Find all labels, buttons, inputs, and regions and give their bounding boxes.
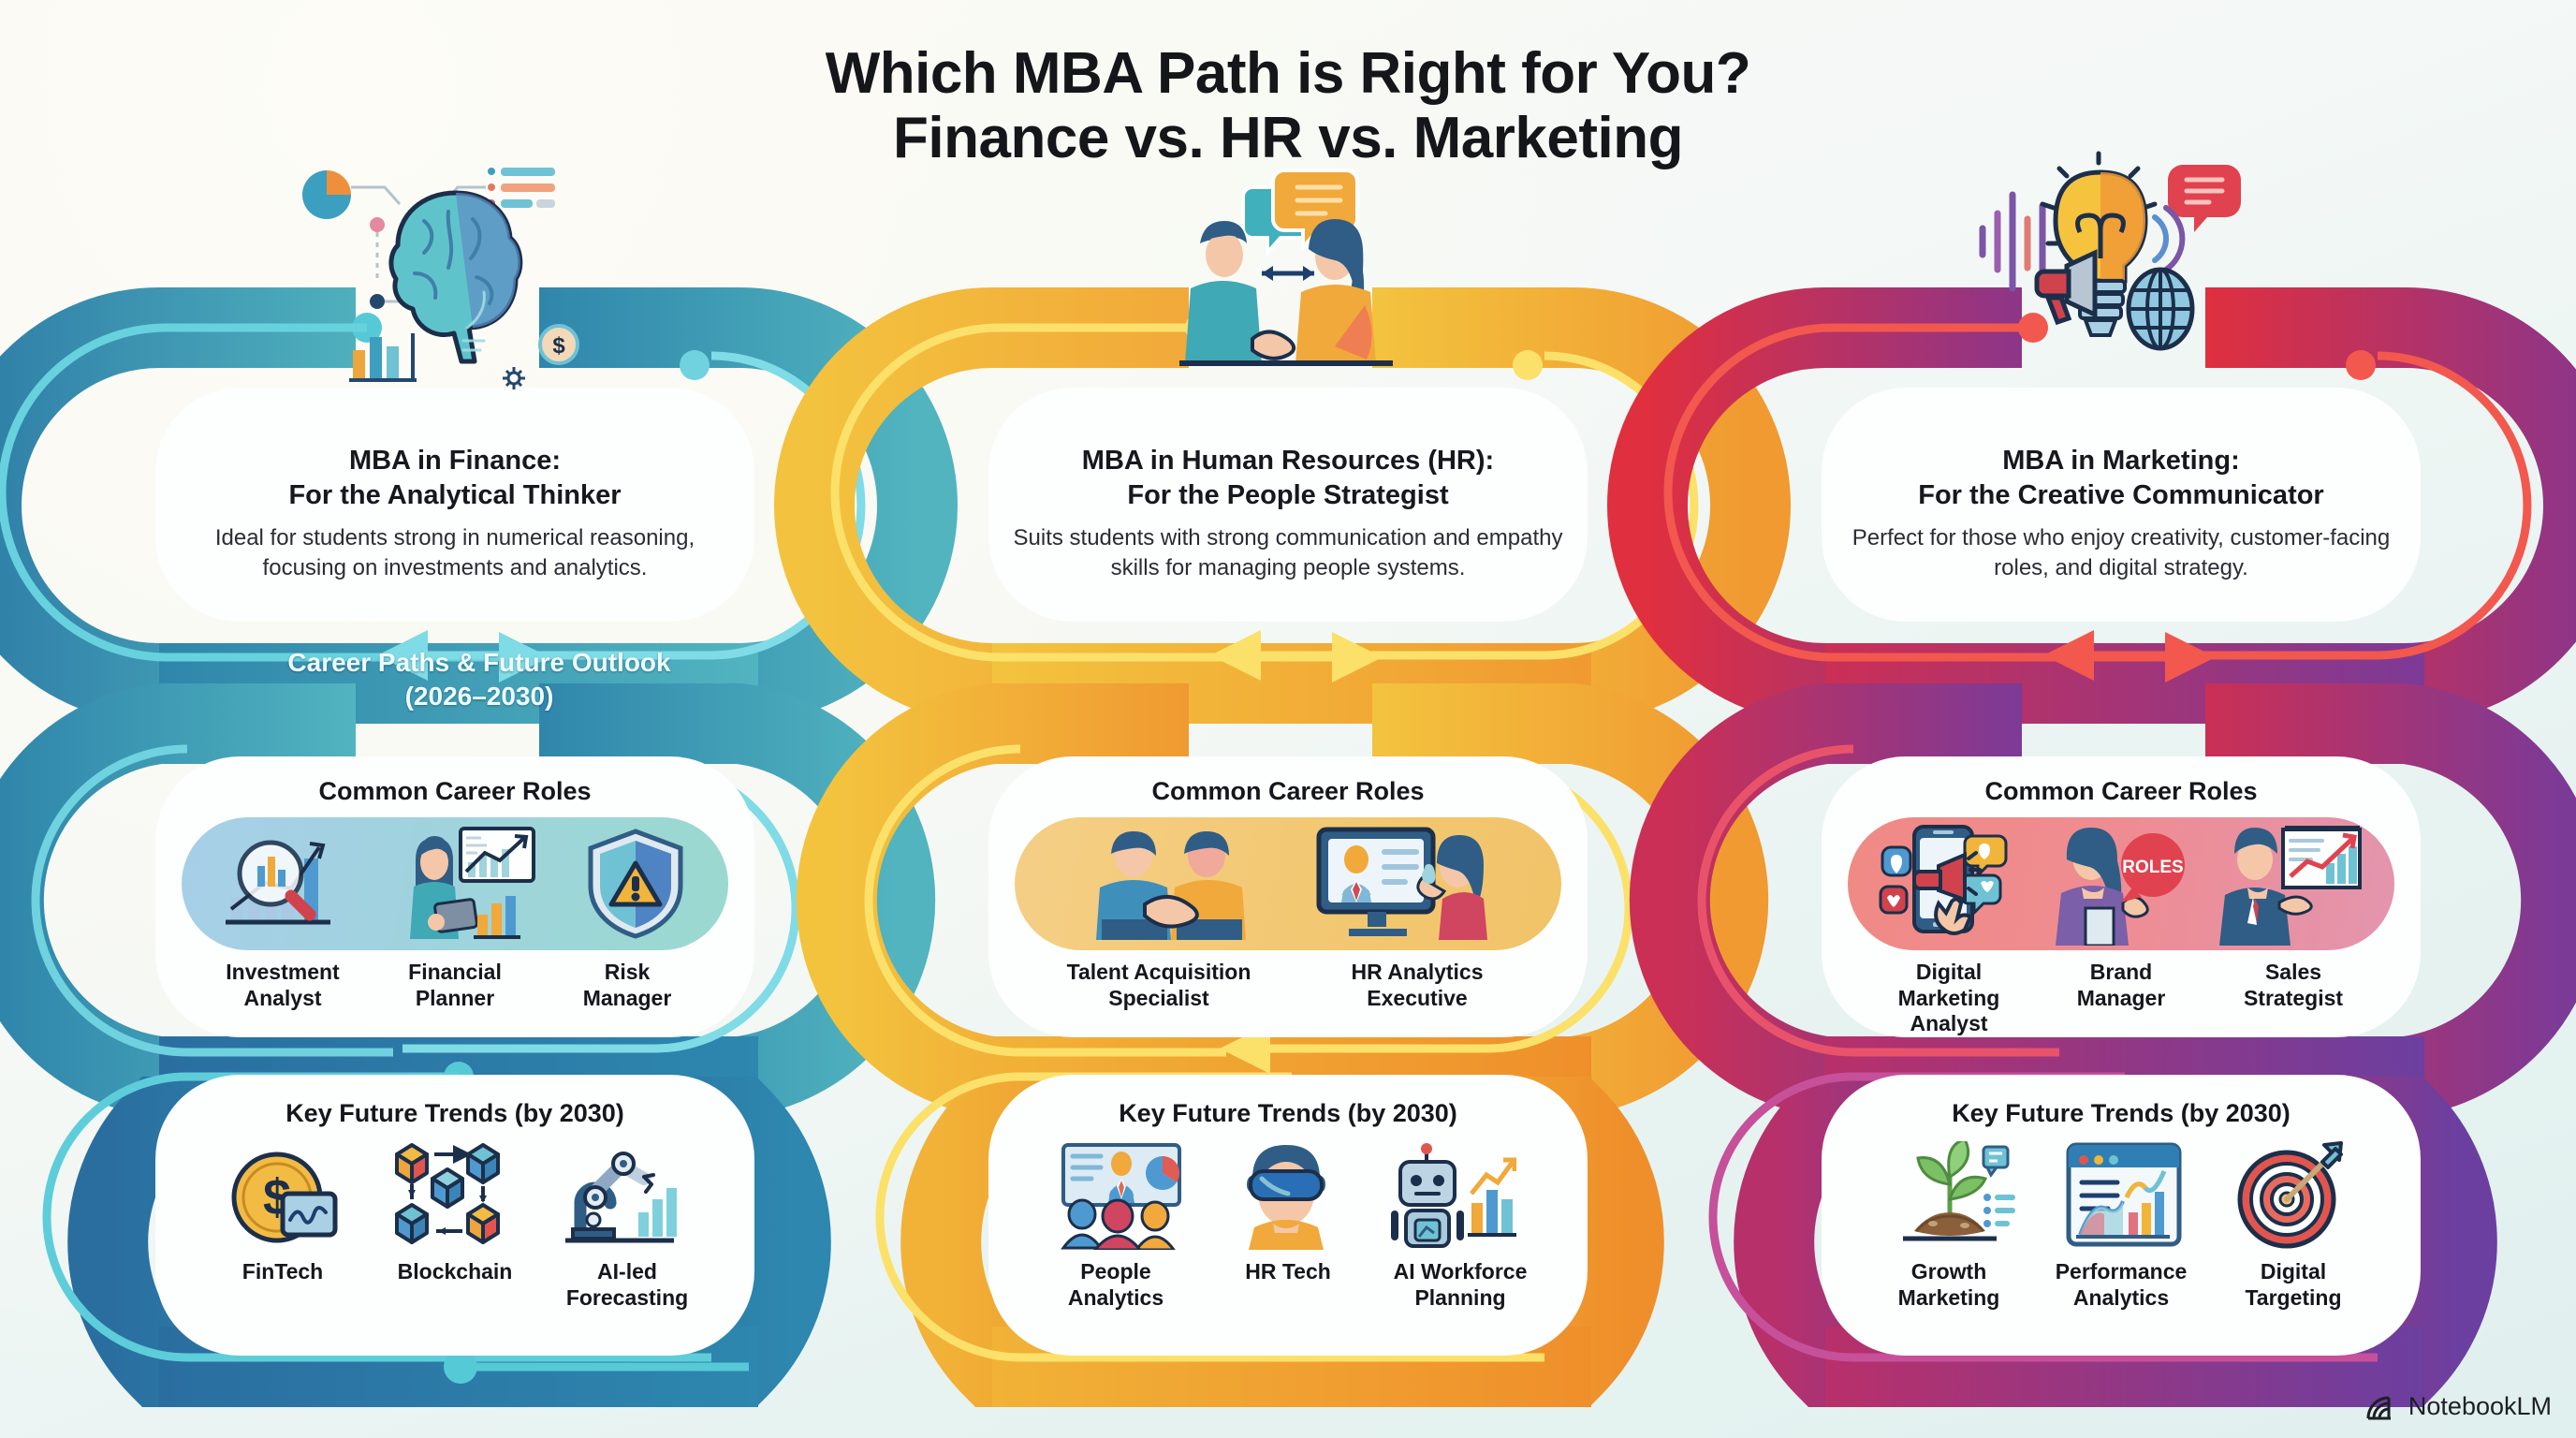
finance-trends-card: Key Future Trends (by 2030) $ [155,1075,754,1356]
coin-card-icon: $ [231,1152,338,1243]
people-dashboard-icon [1061,1143,1181,1250]
notebooklm-watermark: NotebookLM [2365,1392,2552,1421]
trend-label: Blockchain [397,1259,513,1284]
hr-roles-card: Common Career Roles [988,756,1588,1037]
trend-label: AI Workforce Planning [1393,1259,1528,1310]
magnifier-bar-chart-icon [226,840,331,925]
finance-roles-illustration-strip [182,817,728,950]
hr-roles-title: Common Career Roles [1151,777,1425,805]
hr-trends-card: Key Future Trends (by 2030) [988,1075,1588,1356]
hr-trend-illustrations [1013,1141,1563,1250]
marketing-heading-line-2: For the Creative Communicator [1918,479,2324,510]
finance-roles-title: Common Career Roles [318,777,592,805]
role-label: Financial Planner [408,960,502,1010]
role-label: Digital Marketing Analyst [1897,960,2000,1036]
trend-label: AI-led Forecasting [565,1259,689,1310]
role-label: Talent Acquisition Specialist [1066,960,1251,1010]
svg-text:$: $ [552,333,565,359]
column-finance: $ MBA in Finance: For the Analytical Thi… [34,0,876,1438]
presenter-speech-bubble-icon: ROLES [2055,828,2185,946]
marketing-roles-card: Common Career Roles [1822,756,2421,1037]
robot-growth-icon [1391,1143,1516,1248]
band-label-line-1: Career Paths & Future Outlook [287,648,671,677]
lightbulb-megaphone-globe-icon [1962,150,2261,398]
finance-trend-illustrations: $ [180,1141,730,1250]
title-line-2: Finance vs. HR vs. Marketing [893,106,1683,171]
marketing-roles-illustration-strip: ROLES [1848,817,2394,950]
roles-bubble-text: ROLES [2122,858,2183,877]
trend-label: FinTech [242,1259,324,1284]
vr-headset-person-icon [1247,1145,1325,1250]
marketing-intro-card: MBA in Marketing: For the Creative Commu… [1822,388,2421,622]
ribbon-hr [774,287,1791,1407]
marketing-trends-title: Key Future Trends (by 2030) [1952,1099,2291,1127]
hr-roles-illustration-strip [1015,817,1561,950]
role-label: HR Analytics Executive [1351,960,1484,1010]
finance-description: Ideal for students strong in numerical r… [214,525,695,580]
marketing-trend-illustrations [1846,1141,2396,1250]
hr-heading-line-1: MBA in Human Resources (HR): [1081,446,1495,476]
role-label: Sales Strategist [2243,960,2344,1010]
target-arrow-icon [2237,1141,2343,1249]
handshake-icon [1096,831,1247,940]
column-marketing: MBA in Marketing: For the Creative Commu… [1700,0,2542,1438]
presenter-chart-icon [2219,826,2363,946]
finance-intro-card: MBA in Finance: For the Analytical Think… [155,388,754,622]
marketing-trends-card: Key Future Trends (by 2030) [1822,1075,2421,1356]
handshake-speech-bubbles-icon [1148,155,1428,400]
robot-arm-chart-icon [565,1152,677,1243]
dashboard-chart-icon [2066,1142,2182,1247]
marketing-roles-title: Common Career Roles [1984,777,2258,805]
marketing-heading-line-1: MBA in Marketing: [2002,446,2240,476]
marketing-role-labels: Digital Marketing Analyst Brand Manager … [1846,960,2396,1037]
finance-heading-line-1: MBA in Finance: [348,446,562,476]
hr-heading-line-2: For the People Strategist [1127,479,1449,510]
role-label: Investment Analyst [226,960,340,1010]
finance-trends-title: Key Future Trends (by 2030) [285,1099,624,1127]
band-label-line-2: (2026–2030) [404,682,554,712]
finance-trend-labels: FinTech Blockchain AI-led Forecasting [180,1259,730,1311]
brain-analytics-icon: $ [272,159,637,398]
hr-trend-labels: People Analytics HR Tech AI Workforce Pl… [1013,1259,1563,1311]
person-chart-icon [409,827,535,939]
title-line-1: Which MBA Path is Right for You? [825,41,1751,106]
finance-roles-card: Common Career Roles [155,756,754,1037]
role-label: Brand Manager [2076,960,2166,1010]
finance-role-labels: Investment Analyst Financial Planner Ris… [180,960,730,1011]
marketing-description: Perfect for those who enjoy creativity, … [1852,525,2391,580]
trend-label: People Analytics [1067,1259,1164,1310]
watermark-label: NotebookLM [2408,1392,2552,1420]
hr-role-labels: Talent Acquisition Specialist HR Analyti… [1013,960,1563,1011]
hr-trends-title: Key Future Trends (by 2030) [1119,1099,1457,1127]
career-outlook-band-label: Career Paths & Future Outlook (2026–2030… [189,646,769,714]
column-hr: MBA in Human Resources (HR): For the Peo… [867,0,1709,1438]
finance-heading-line-2: For the Analytical Thinker [288,479,622,510]
notebooklm-spiral-icon [2366,1396,2391,1419]
trend-label: HR Tech [1245,1259,1331,1284]
trend-label: Growth Marketing [1897,1259,2000,1310]
blockchain-cubes-icon [395,1143,500,1244]
monitor-profile-icon [1316,827,1487,940]
trend-label: Performance Analytics [2055,1259,2188,1310]
seedling-icon [1903,1141,2016,1241]
shield-warning-icon [588,829,683,939]
marketing-trend-labels: Growth Marketing Performance Analytics D… [1846,1259,2396,1311]
page-title: Which MBA Path is Right for You? Finance… [0,41,2576,171]
phone-megaphone-icon [1879,825,2008,935]
hr-intro-card: MBA in Human Resources (HR): For the Peo… [988,388,1588,622]
role-label: Risk Manager [582,960,672,1010]
hr-description: Suits students with strong communication… [1013,525,1563,580]
trend-label: Digital Targeting [2245,1259,2342,1310]
